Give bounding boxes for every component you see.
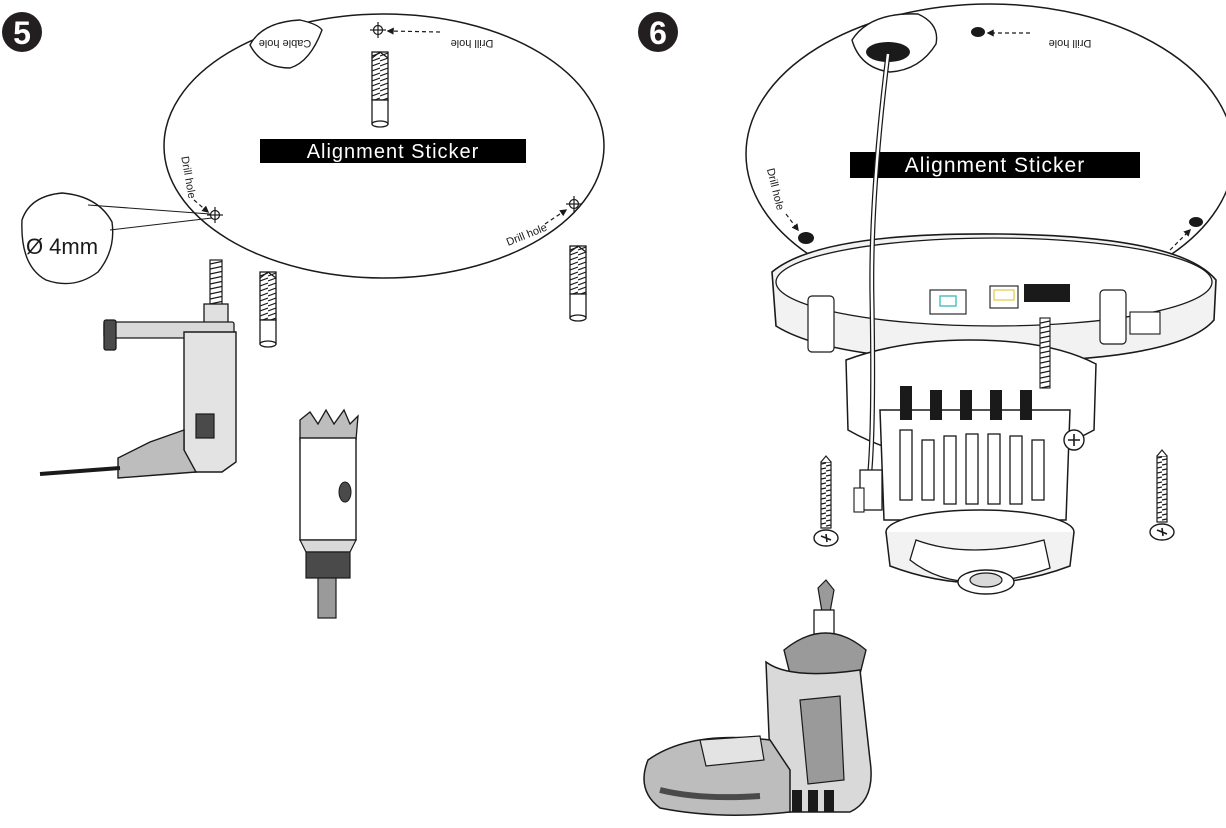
drill-hole-filled-top xyxy=(971,27,985,37)
diameter-callout: Ø 4mm xyxy=(21,192,213,285)
diameter-callout-label: Ø 4mm xyxy=(26,234,98,259)
alignment-sticker-label-2: Alignment Sticker xyxy=(905,154,1085,177)
step-6-number: 6 xyxy=(649,15,667,51)
cable-hole-filled xyxy=(866,42,910,62)
step-6-panel: 6 Drill hole Drill hole Alignment Sticke… xyxy=(638,3,1226,816)
mounting-screw-right xyxy=(1149,449,1175,541)
wall-anchor-3 xyxy=(569,245,587,322)
drill-hole-filled-right xyxy=(1189,217,1203,227)
cable-hole-label: Cable hole xyxy=(259,37,312,49)
power-drill-illustration xyxy=(39,259,237,479)
drill-hole-label-top-2: Drill hole xyxy=(1049,37,1092,49)
wall-anchor-2 xyxy=(259,271,277,348)
step-5-badge: 5 xyxy=(2,12,42,52)
step-5-panel: 5 Cable hole Alignment Sticker Drill hol… xyxy=(2,12,605,619)
drill-hole-filled-left xyxy=(798,232,814,244)
alignment-sticker-label-bar xyxy=(260,139,526,163)
wall-anchor-1 xyxy=(371,51,389,128)
alignment-sticker-label-bar-2 xyxy=(850,152,1140,178)
step-6-badge: 6 xyxy=(638,12,678,52)
cable-hole-outline xyxy=(249,19,323,69)
hole-saw-illustration xyxy=(299,408,359,619)
drill-hole-label-top: Drill hole xyxy=(451,37,494,49)
alignment-sticker-label: Alignment Sticker xyxy=(307,141,480,163)
mounting-screw-left xyxy=(813,455,839,547)
electric-screwdriver-illustration xyxy=(643,579,872,816)
step-5-number: 5 xyxy=(13,15,31,51)
dome-camera-illustration xyxy=(771,53,1217,595)
